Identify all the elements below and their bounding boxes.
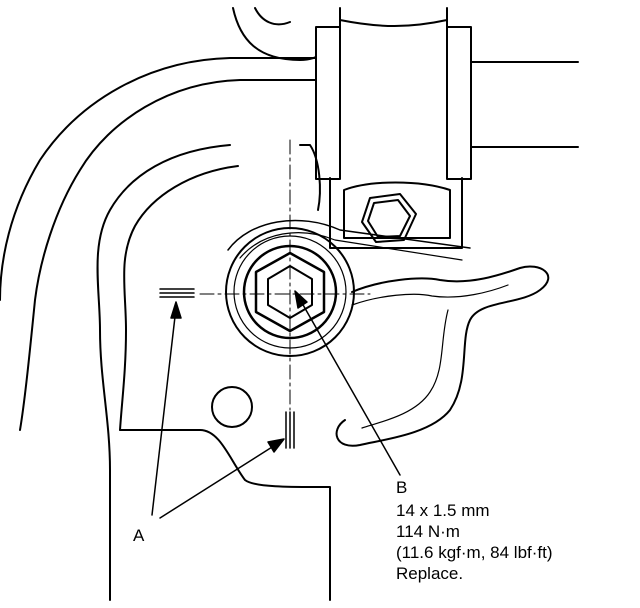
leader-b <box>294 290 401 476</box>
leader-a-left <box>151 301 182 516</box>
outer-arm <box>0 57 319 301</box>
knuckle-side <box>299 144 321 211</box>
clamp-inner <box>343 181 451 239</box>
spec-torque-nm: 114 N·m <box>396 522 460 541</box>
bushing-left-flange <box>315 26 341 180</box>
leader-a-right <box>159 438 285 519</box>
knuckle-outer <box>96 144 231 601</box>
boss-flange-inner <box>239 232 463 261</box>
callout-b: B <box>396 478 408 497</box>
inner-arm <box>19 79 319 431</box>
alignment-mark-horizontal <box>159 288 195 298</box>
clamp-bracket <box>329 177 463 249</box>
boss-flange <box>227 219 471 251</box>
spec-note: Replace. <box>396 564 464 583</box>
bushing-body <box>339 7 448 176</box>
right-tab-inner <box>351 284 509 429</box>
bushing-right-flange <box>446 26 472 180</box>
pivot-bolt-head <box>254 251 326 333</box>
spec-torque-alt: (11.6 kgf·m, 84 lbf·ft) <box>396 543 553 562</box>
clamp-bolt-inner <box>367 199 411 238</box>
clamp-bolt-head <box>361 193 417 243</box>
torque-spec: 14 x 1.5 mm 114 N·m (11.6 kgf·m, 84 lbf·… <box>396 501 553 585</box>
knuckle-inner <box>119 165 239 431</box>
right-tab <box>335 265 550 447</box>
top-arc <box>254 7 291 26</box>
spec-thread: 14 x 1.5 mm <box>396 501 490 520</box>
callout-a: A <box>133 526 145 545</box>
access-hole <box>211 386 253 428</box>
alignment-mark-vertical <box>285 411 295 449</box>
knuckle-bottom-plate <box>119 429 331 601</box>
